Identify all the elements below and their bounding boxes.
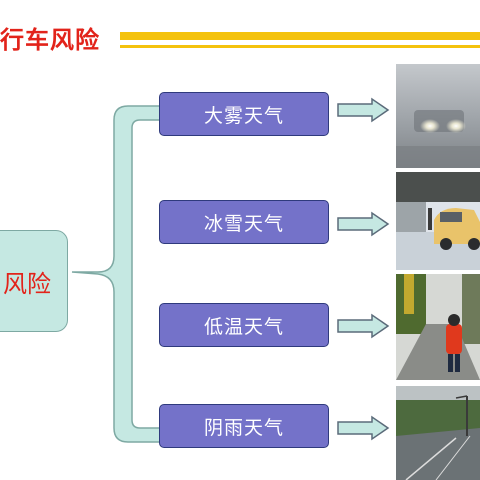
title-underline-thick [120,32,480,40]
foggy-road-photo [396,64,480,168]
node-cold-weather: 低温天气 [159,303,329,347]
node-rainy-weather: 阴雨天气 [159,404,329,448]
arrow-2 [337,211,390,237]
node-label: 大雾天气 [203,104,284,127]
arrow-4 [337,415,390,441]
arrow-1 [337,97,390,123]
node-label: 阴雨天气 [203,416,284,439]
title-underline-thin [120,45,480,48]
node-label: 低温天气 [203,315,284,338]
root-node-label: 风险 [3,269,51,298]
root-node: 风险 [0,230,68,332]
arrow-3 [337,313,390,339]
cold-pedestrian-photo [396,274,480,380]
page-title: 行车风险 [0,26,100,54]
branch-brace [71,105,161,443]
node-label: 冰雪天气 [203,212,284,235]
node-foggy-weather: 大雾天气 [159,92,329,136]
rainy-road-photo [396,386,480,480]
snowy-car-photo [396,172,480,270]
node-snowy-weather: 冰雪天气 [159,200,329,244]
